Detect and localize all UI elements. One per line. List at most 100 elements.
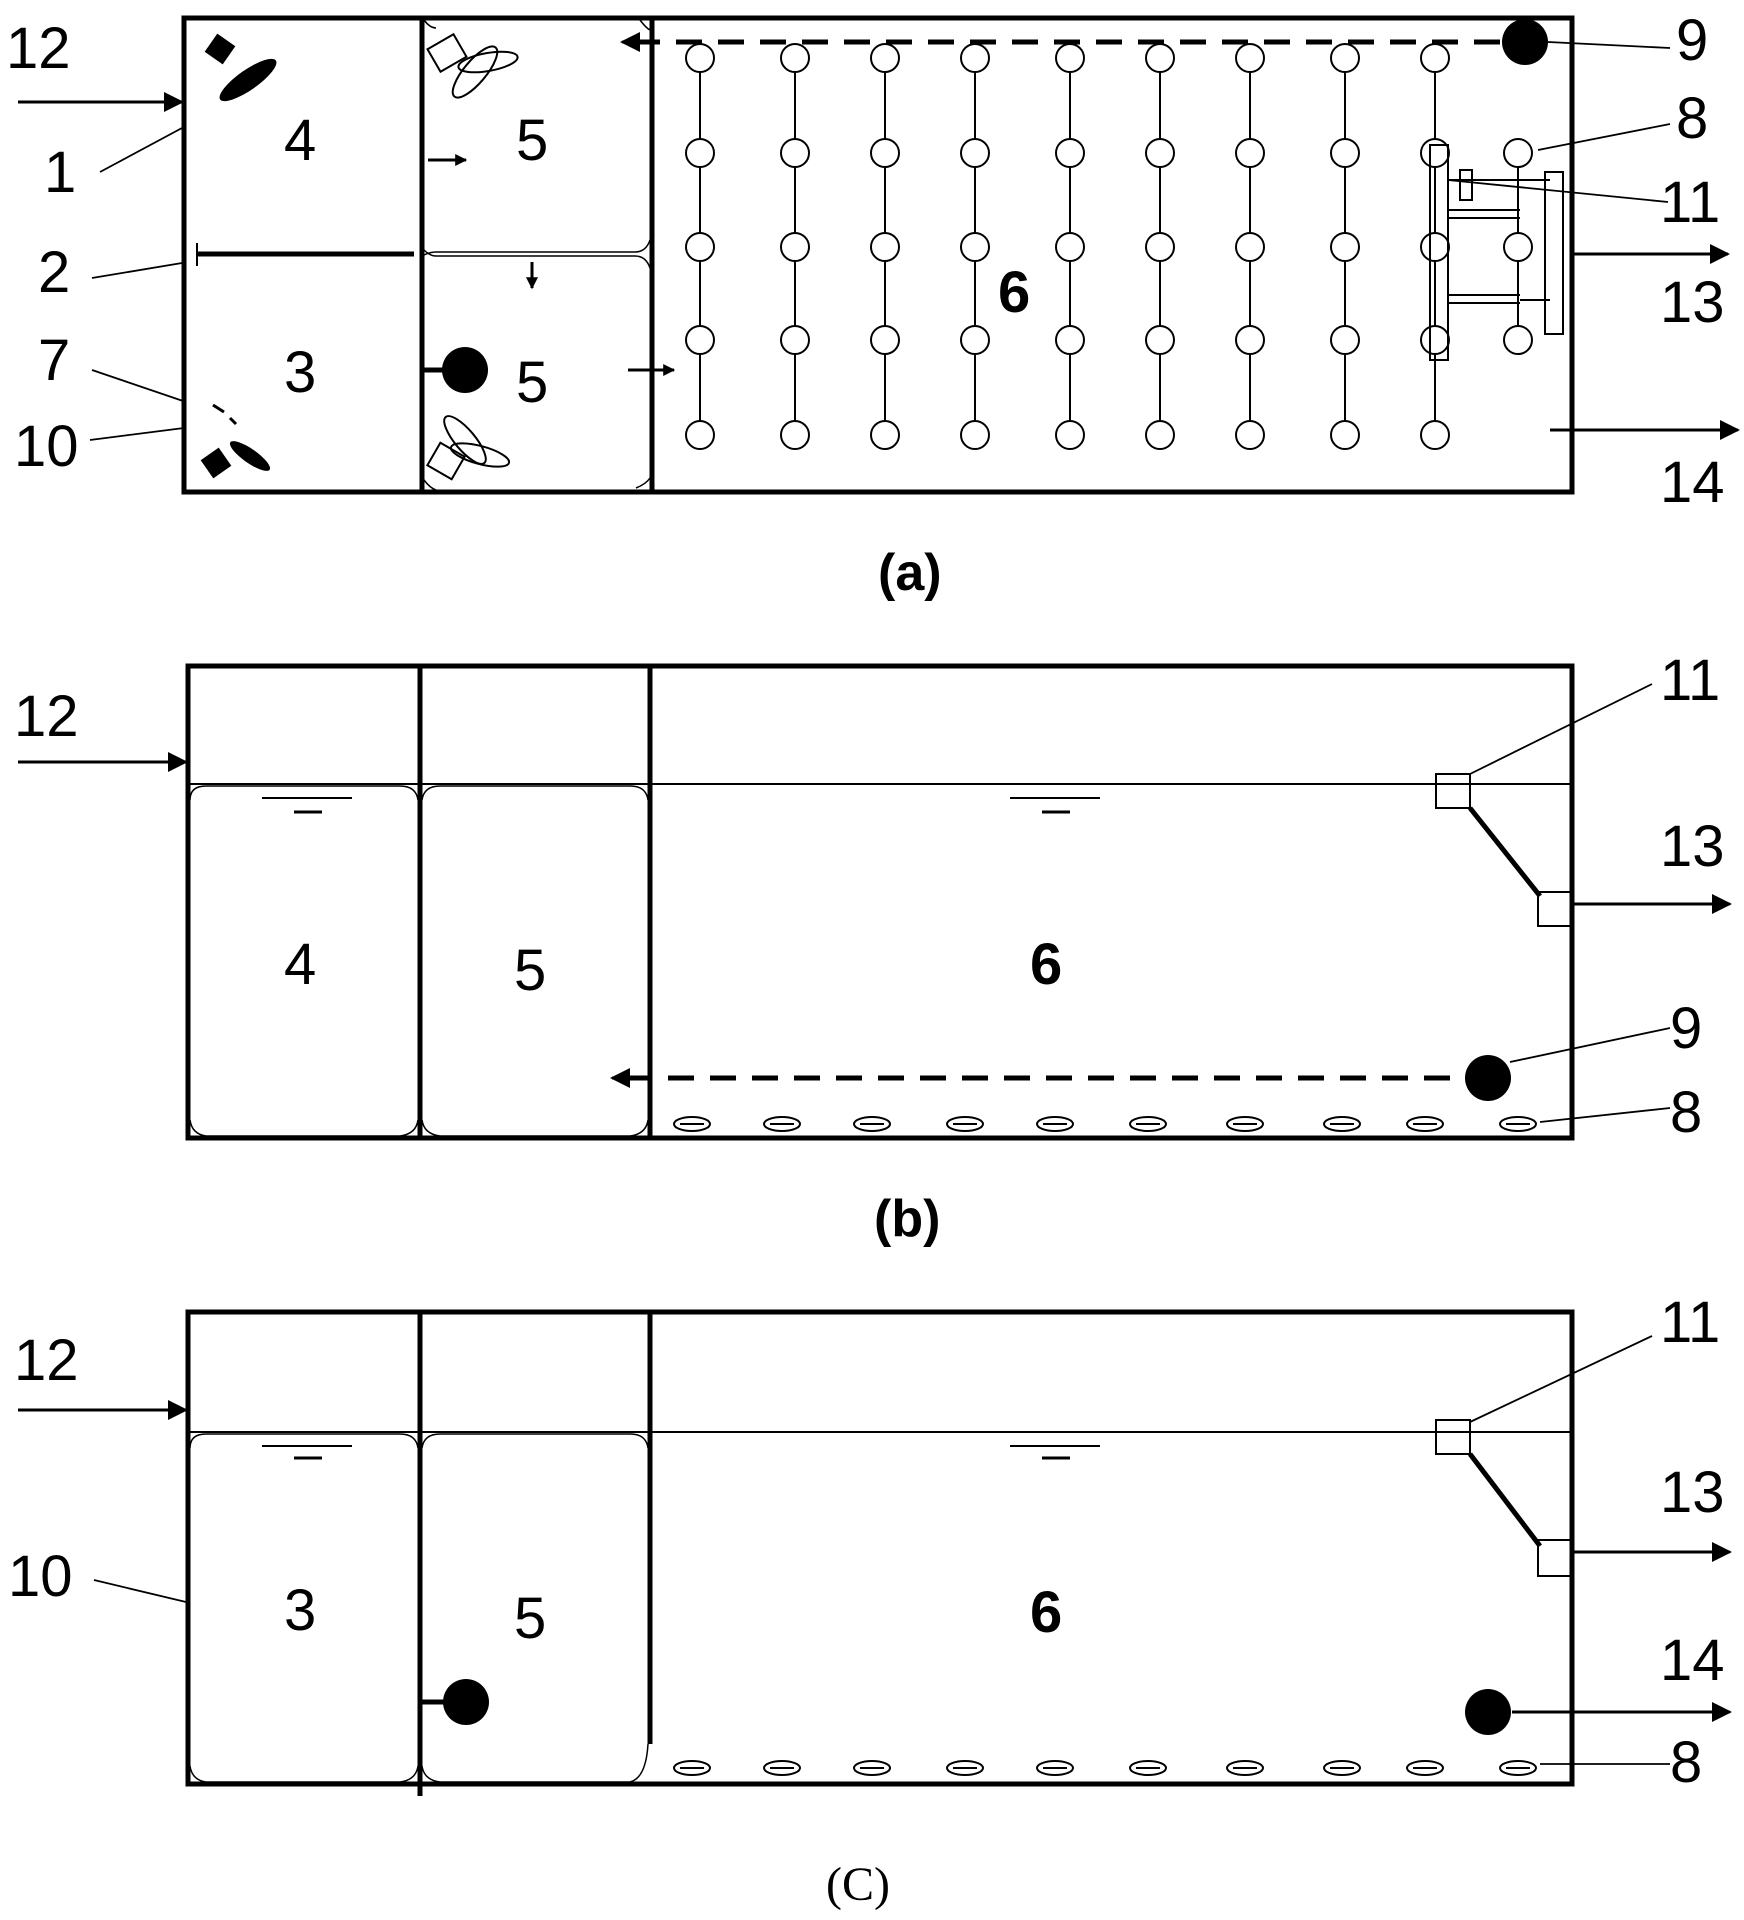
aerator-icon	[960, 232, 990, 262]
aerator-icon	[1330, 325, 1360, 355]
tank-outline-c	[185, 1309, 1575, 1787]
label-9: 9	[1670, 996, 1702, 1061]
aerator-icon	[1235, 325, 1265, 355]
aerator-icon	[685, 43, 715, 73]
aerator-icon	[1055, 420, 1085, 450]
label-8: 8	[1676, 86, 1708, 151]
mixer-icon	[200, 403, 271, 479]
aerator-icon	[685, 138, 715, 168]
aerator-icon	[1330, 232, 1360, 262]
label-7: 7	[38, 328, 70, 393]
aerator-icon	[1503, 325, 1533, 355]
weir-11	[1435, 1419, 1471, 1455]
zone-label-6: 6	[1030, 932, 1062, 997]
zone-label-3: 3	[284, 1578, 316, 1643]
zone-label-3: 3	[284, 340, 316, 405]
label-11: 11	[1660, 170, 1720, 235]
aerator-icon	[1420, 43, 1450, 73]
label-12: 12	[14, 684, 79, 749]
label-13: 13	[1660, 270, 1725, 335]
diffuser-row	[673, 1760, 1537, 1776]
return-pump	[1502, 19, 1548, 65]
diffuser-row	[673, 1116, 1537, 1132]
aerator-icon	[685, 232, 715, 262]
aerator-icon	[870, 232, 900, 262]
sludge-pump	[1465, 1689, 1511, 1735]
zone-label-6: 6	[998, 260, 1030, 325]
label-10: 10	[14, 414, 79, 479]
panel-a: 12 1 2 7 10 4 3 5 5 6 9 8 11 13 14 (a)	[6, 8, 1740, 602]
label-11: 11	[1660, 1290, 1720, 1355]
label-14: 14	[1660, 450, 1725, 515]
aerator-icon	[780, 325, 810, 355]
aerator-icon	[1145, 138, 1175, 168]
label-1: 1	[44, 140, 76, 205]
aerator-icon	[780, 43, 810, 73]
caption-a: (a)	[878, 544, 942, 602]
aerator-icon	[1055, 138, 1085, 168]
zone-label-4: 4	[284, 108, 316, 173]
aerator-icon	[1145, 420, 1175, 450]
aerator-icon	[1055, 232, 1085, 262]
aerator-icon	[1145, 43, 1175, 73]
aerator-icon	[960, 420, 990, 450]
aerator-icon	[1420, 138, 1450, 168]
aerator-icon	[1330, 43, 1360, 73]
zone-label-5: 5	[516, 108, 548, 173]
pump	[442, 347, 488, 393]
aerator-icon	[1420, 325, 1450, 355]
zone-label-5: 5	[514, 1586, 546, 1651]
aerator-icon	[870, 420, 900, 450]
aerator-icon	[1055, 43, 1085, 73]
aerator-icon	[960, 325, 990, 355]
weir-11	[1435, 773, 1471, 809]
aerator-icon	[1235, 232, 1265, 262]
pump	[443, 1679, 489, 1725]
zone-label-5: 5	[516, 350, 548, 415]
aerator-icon	[1235, 420, 1265, 450]
panel-c: 12 10 3 5 6 11 13 14 8 (C)	[8, 1290, 1732, 1911]
aerator-icon	[685, 420, 715, 450]
label-13: 13	[1660, 814, 1725, 879]
panel-b: 12 4 5 6 11 13 9 8 (b)	[14, 648, 1732, 1248]
aerator-icon	[685, 325, 715, 355]
aerator-icon	[1420, 420, 1450, 450]
baffle-a	[423, 239, 651, 256]
zone-label-5: 5	[514, 938, 546, 1003]
aerator-icon	[1503, 232, 1533, 262]
zone-label-6: 6	[1030, 1580, 1062, 1645]
aerator-icon	[870, 325, 900, 355]
aerator-icon	[780, 232, 810, 262]
label-11: 11	[1660, 648, 1720, 713]
label-9: 9	[1676, 8, 1708, 73]
mixer-icon	[204, 33, 277, 102]
aerator-icon	[1145, 232, 1175, 262]
mixer-icon	[426, 32, 519, 99]
caption-b: (b)	[874, 1190, 940, 1248]
caption-c: (C)	[826, 1858, 890, 1911]
aerator-icon	[1145, 325, 1175, 355]
aerator-icon	[1055, 325, 1085, 355]
label-14: 14	[1660, 1628, 1725, 1693]
label-12: 12	[6, 16, 71, 81]
aerator-icon	[780, 420, 810, 450]
aerator-icon	[870, 43, 900, 73]
tank-outline-b	[185, 663, 1575, 1141]
aerator-icon	[1235, 43, 1265, 73]
return-pump	[1465, 1055, 1511, 1101]
aerator-icon	[1503, 138, 1533, 168]
weir-11	[1429, 144, 1564, 361]
zone-label-4: 4	[284, 932, 316, 997]
aerator-icon	[1330, 138, 1360, 168]
label-10: 10	[8, 1544, 73, 1609]
label-8: 8	[1670, 1730, 1702, 1795]
label-8: 8	[1670, 1080, 1702, 1145]
aerator-icon	[960, 138, 990, 168]
aerator-grid	[685, 43, 1533, 450]
label-2: 2	[38, 240, 70, 305]
aerator-icon	[1420, 232, 1450, 262]
aerator-icon	[780, 138, 810, 168]
aerator-icon	[1235, 138, 1265, 168]
aerator-icon	[1330, 420, 1360, 450]
